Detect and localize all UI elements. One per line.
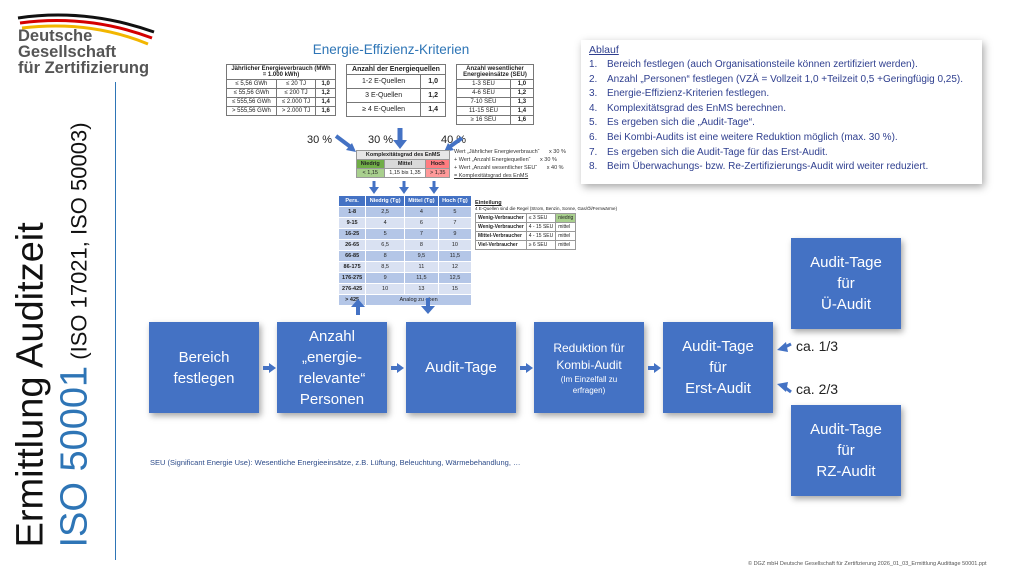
box-audit-tage: Audit-Tage [406, 322, 516, 413]
box-anzahl-personen: Anzahl „energie- relevante“ Personen [277, 322, 387, 413]
logo-line1: Deutsche [18, 27, 93, 45]
title-line2-sub: (ISO 17021, ISO 50003) [66, 122, 92, 366]
classification-panel: Einteilung 4 E-Quellen sind die Regel (S… [475, 200, 618, 250]
weighting-notes: Wert „Jährlicher Energieverbrauch“ x 30 … [454, 149, 566, 179]
list-item: 1.Bereich festlegen (auch Organisationst… [589, 59, 918, 70]
title-line1: Ermittlung Auditzeit [9, 222, 52, 548]
list-item: 4.Komplexitätsgrad des EnMS berechnen. [589, 102, 786, 114]
complexity-down-arrows [369, 181, 439, 194]
flow-arrows [263, 363, 661, 373]
box-bereich-festlegen: Bereich festlegen [149, 322, 259, 413]
complexity-low-value: < 1,15 [356, 168, 385, 178]
eek-title: Energie-Effizienz-Kriterien [312, 42, 470, 57]
pct-sources: 30 % [368, 134, 394, 146]
weighting-arrows [334, 128, 464, 152]
logo-line3: für Zertifizierung [18, 59, 150, 77]
table1-header: Jährlicher Energieverbrauch (MWh = 1.000… [226, 64, 336, 80]
complexity-mid-label: Mittel [383, 159, 427, 169]
logo-line2: Gesellschaft [18, 43, 117, 61]
title-divider [115, 82, 116, 560]
vertical-title: Ermittlung Auditzeit ISO 50001 (ISO 1702… [0, 95, 110, 575]
box-rz-audit: Audit-Tage für RZ-Audit [791, 405, 901, 496]
box-reduktion-kombi: Reduktion für Kombi-Audit (Im Einzelfall… [534, 322, 644, 413]
box-ue-audit: Audit-Tage für Ü-Audit [791, 238, 901, 329]
list-item: 8.Beim Überwachungs- bzw. Re-Zertifizier… [589, 161, 929, 173]
dgz-logo: Deutsche Gesellschaft für Zertifizierung [8, 6, 158, 86]
list-item: 6.Bei Kombi-Audits ist eine weitere Redu… [589, 131, 898, 143]
list-item: 7.Es ergeben sich die Audit-Tage für das… [589, 146, 828, 158]
copyright: © DGZ mbH Deutsche Gesellschaft für Zert… [748, 561, 987, 567]
list-item: 3.Energie-Effizienz-Kriterien festlegen. [589, 88, 770, 100]
seu-table: Anzahl wesentlicher Energieeinsätze (SEU… [456, 64, 535, 125]
table2-header: Anzahl der Energiequellen [346, 64, 446, 75]
ablauf-panel: Ablauf 1.Bereich festlegen (auch Organis… [581, 40, 982, 184]
list-item: 2.Anzahl „Personen“ festlegen (VZÄ = Vol… [589, 73, 964, 85]
complexity-high-label: Hoch [425, 159, 450, 169]
complexity-header: Komplexitätsgrad des EnMS [356, 150, 450, 160]
list-item: 5.Es ergeben sich die „Audit-Tage“. [589, 117, 755, 129]
table-connector-arrows [351, 298, 435, 315]
ratio-ue-audit: ca. 1/3 [796, 338, 839, 354]
pct-consumption: 30 % [307, 134, 333, 146]
ratio-rz-audit: ca. 2/3 [796, 381, 839, 397]
audit-days-table: Pers. Niedrig (Tg) Mittel (Tg) Hoch (Tg)… [337, 195, 473, 306]
complexity-mid-value: 1,15 bis 1,35 [383, 168, 427, 178]
table3-header: Anzahl wesentlicher Energieeinsätze (SEU… [456, 64, 534, 80]
branch-arrows [777, 342, 792, 394]
energy-consumption-table: Jährlicher Energieverbrauch (MWh = 1.000… [226, 64, 336, 116]
pct-seu: 40 % [441, 134, 467, 146]
box-erst-audit: Audit-Tage für Erst-Audit [663, 322, 773, 413]
complexity-low-label: Niedrig [356, 159, 385, 169]
ablauf-heading: Ablauf [589, 44, 619, 56]
complexity-table: Komplexitätsgrad des EnMS Niedrig Mittel… [356, 150, 450, 178]
logo-swoosh-icon [17, 13, 155, 46]
seu-footnote: SEU (Significant Energie Use): Wesentlic… [150, 458, 521, 467]
complexity-high-value: > 1,35 [425, 168, 450, 178]
title-line2: ISO 50001 (ISO 17021, ISO 50003) [53, 122, 96, 548]
